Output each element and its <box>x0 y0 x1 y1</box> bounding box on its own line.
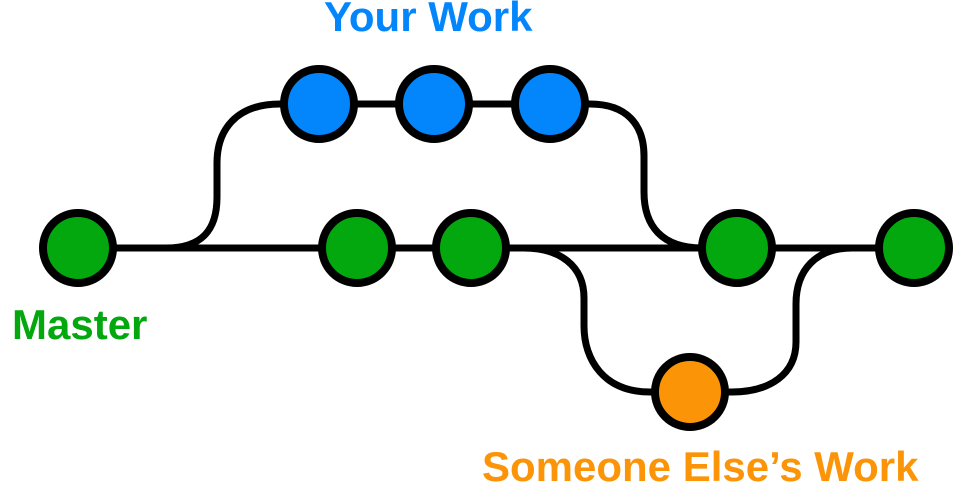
commit-node-master-5 <box>875 209 953 287</box>
commit-node-master-3 <box>432 209 510 287</box>
master-branch-label: Master <box>12 301 148 348</box>
commit-node-master-2 <box>318 209 396 287</box>
commit-node-someone-else-1 <box>651 353 729 431</box>
someone-else-branch-label: Someone Else’s Work <box>482 443 919 490</box>
commit-node-your-work-3 <box>511 65 589 143</box>
commit-node-your-work-1 <box>280 65 358 143</box>
commit-node-master-4 <box>698 209 776 287</box>
your-work-branch-label: Your Work <box>324 0 533 40</box>
commit-node-your-work-2 <box>395 65 473 143</box>
commit-node-master-1 <box>39 209 117 287</box>
